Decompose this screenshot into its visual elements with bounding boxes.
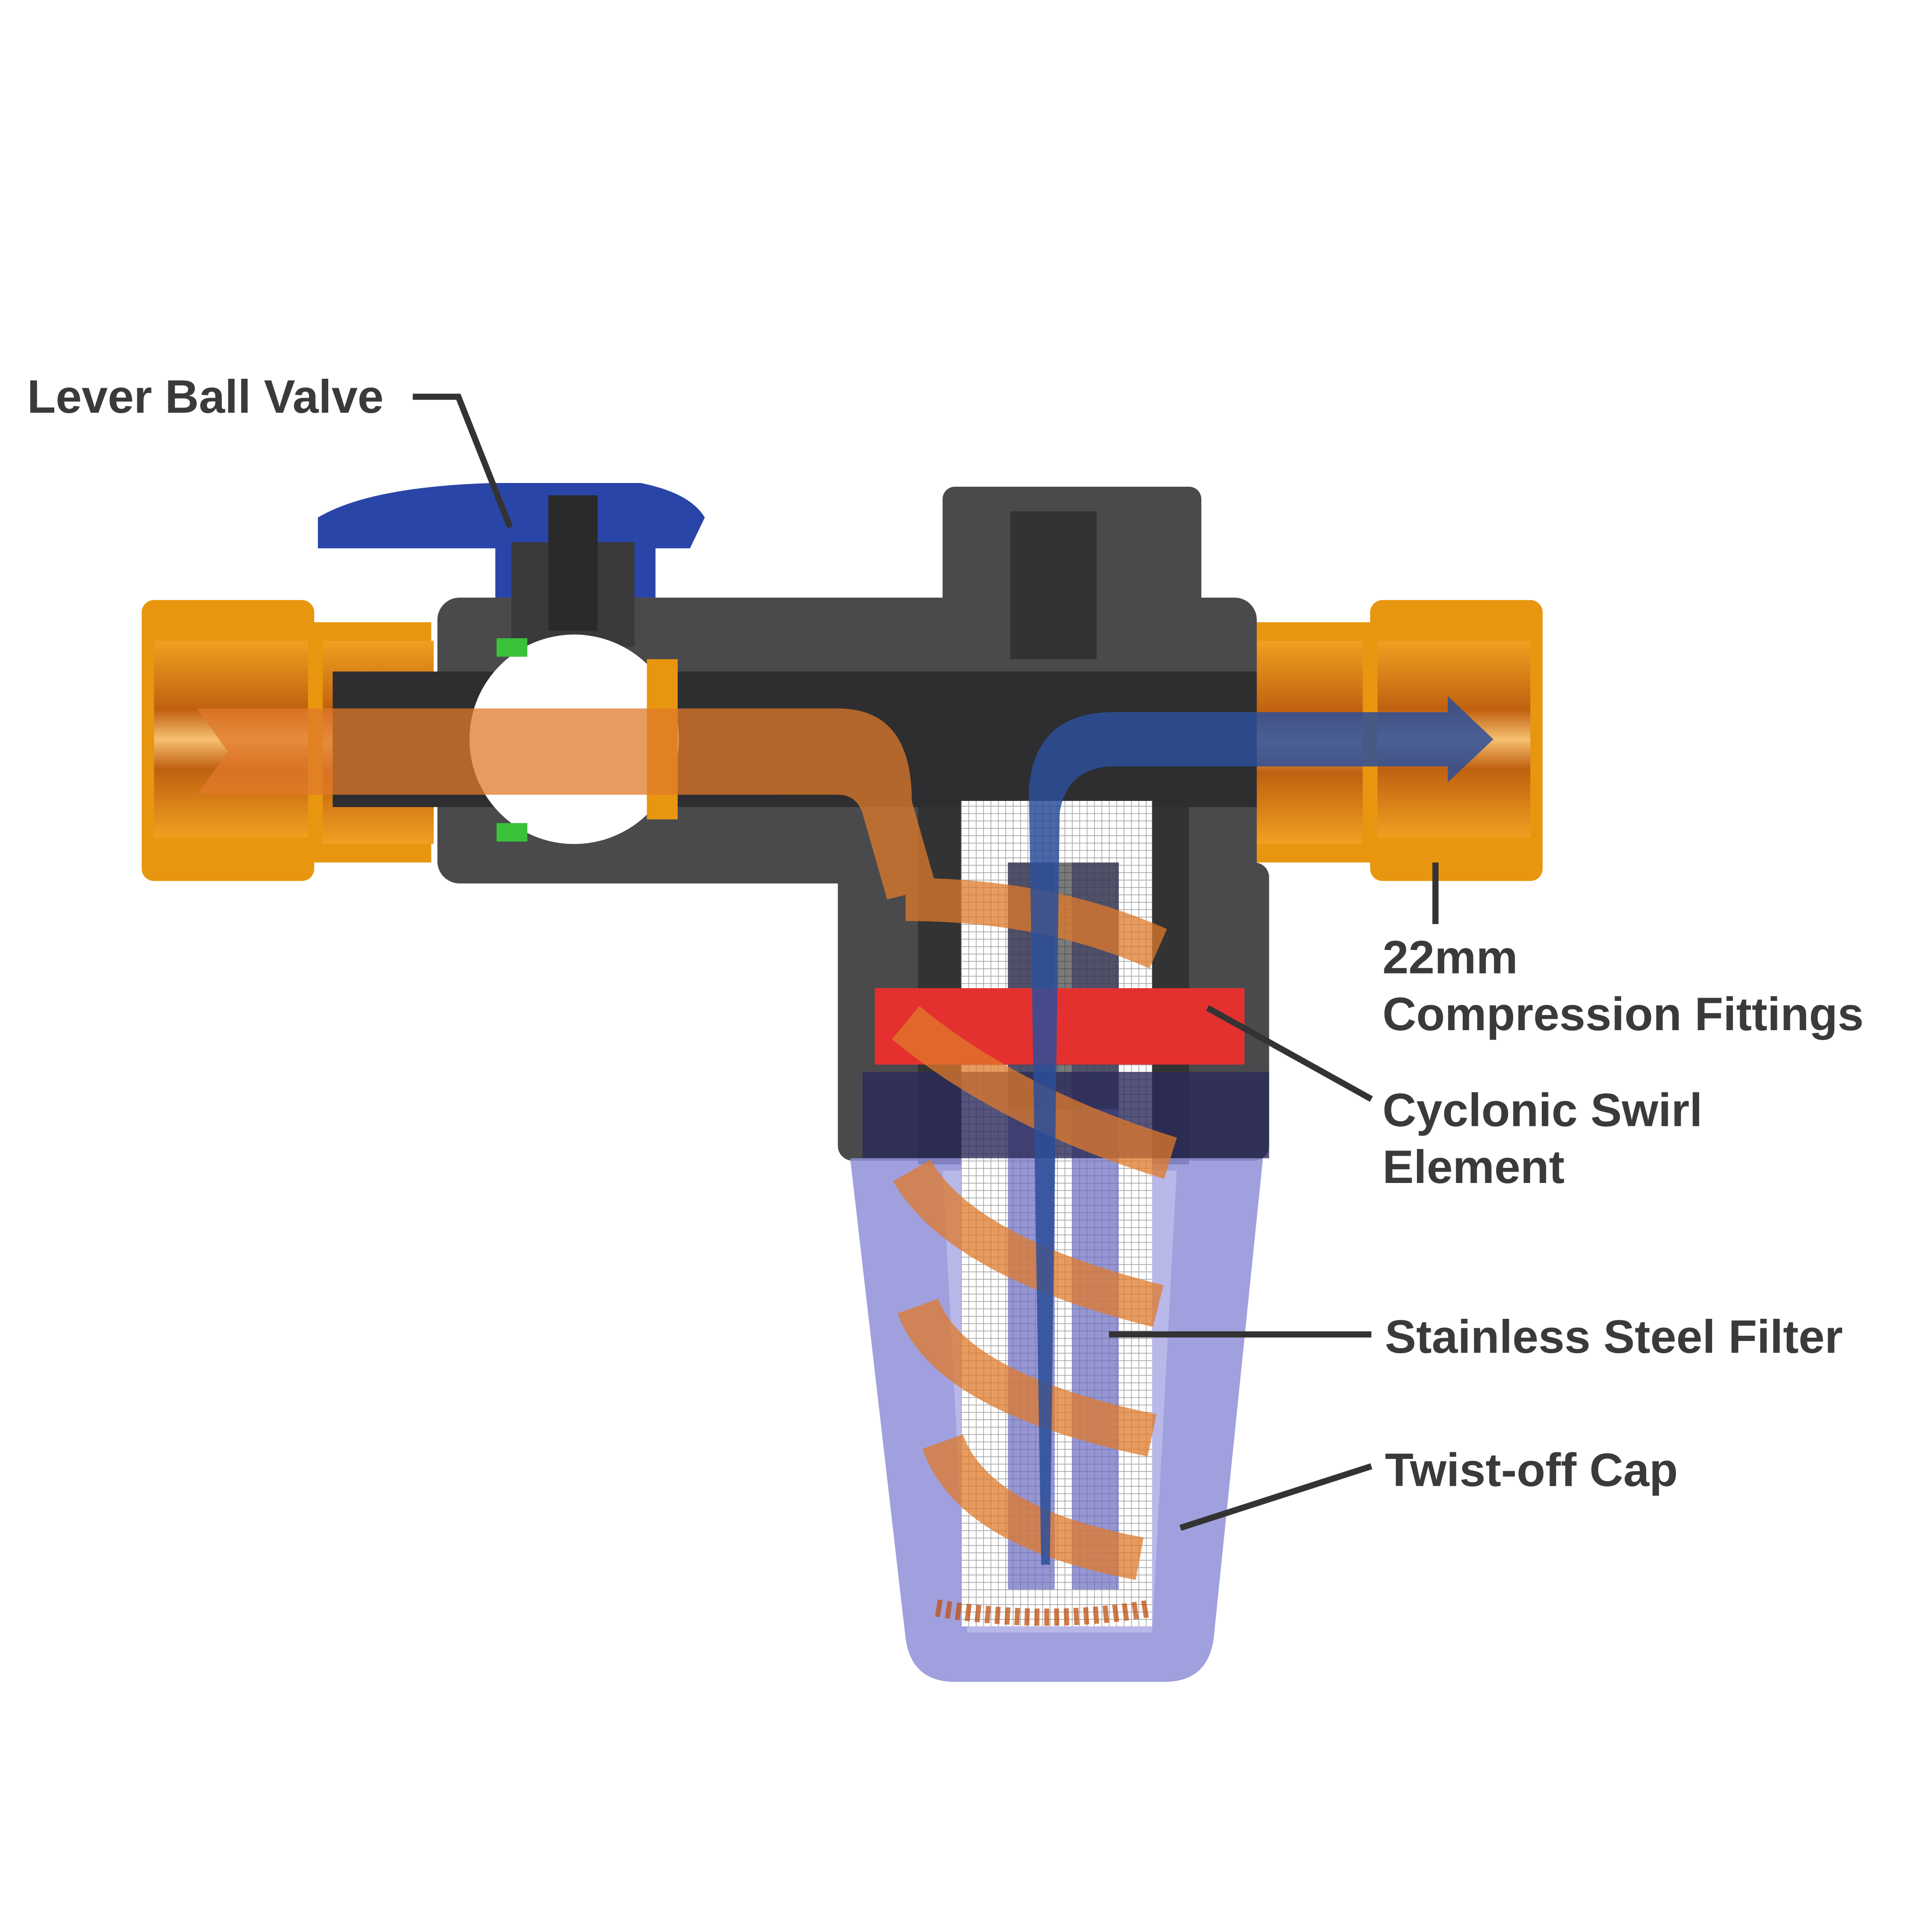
callout-cyclonic-swirl: Cyclonic Swirl Element: [1206, 1005, 1702, 1193]
label-swirl-line1: Cyclonic Swirl: [1382, 1084, 1702, 1137]
label-fittings-size: 22mm: [1382, 932, 1518, 984]
callout-filter: Stainless Steel Filter: [1109, 1311, 1843, 1363]
label-fittings-name: Compression Fittings: [1382, 988, 1864, 1041]
label-swirl-line2: Element: [1382, 1141, 1565, 1193]
label-lever-ball-valve: Lever Ball Valve: [27, 371, 383, 423]
callout-cap: Twist-off Cap: [1179, 1444, 1678, 1531]
callout-lever-ball-valve: Lever Ball Valve: [27, 371, 513, 529]
label-cap: Twist-off Cap: [1385, 1444, 1678, 1496]
label-filter: Stainless Steel Filter: [1385, 1311, 1843, 1363]
callout-compression-fittings: 22mm Compression Fittings: [1382, 862, 1864, 1041]
inlet-flow-arrow: [197, 708, 1177, 1626]
